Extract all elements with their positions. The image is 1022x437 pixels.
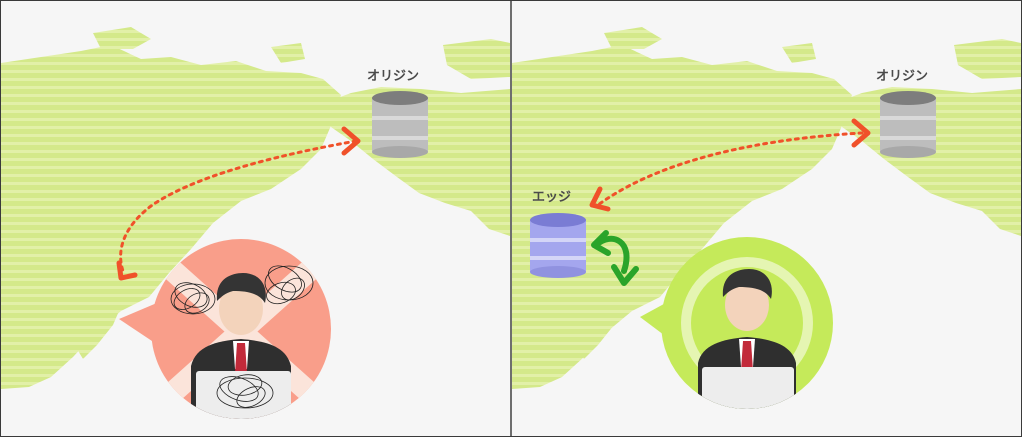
origin-server-icon: [880, 91, 936, 158]
arrowhead-edge: [589, 186, 611, 212]
arrowhead-origin: [341, 126, 361, 156]
arrowhead-user: [116, 260, 138, 281]
arrowhead-origin: [851, 118, 871, 148]
edge-server-icon: [530, 213, 586, 278]
right-scene: [512, 27, 1021, 409]
origin-label: オリジン: [876, 69, 929, 84]
panel-divider: [510, 1, 512, 436]
origin-to-edge-path: [596, 131, 864, 207]
left-panel-origin-only: オリジン: [1, 1, 510, 436]
right-panel-with-edge: オリジン エッジ: [512, 1, 1021, 436]
origin-label: オリジン: [367, 69, 420, 84]
long-path-arrow: [119, 139, 358, 273]
edge-label: エッジ: [532, 190, 572, 205]
scribble-group: [170, 265, 314, 409]
happy-user-icon: [640, 237, 833, 409]
short-path-arrow: [591, 230, 639, 286]
world-map: [512, 27, 1021, 389]
world-map: [1, 27, 510, 389]
origin-server-icon: [372, 91, 428, 158]
left-scene: [1, 27, 510, 419]
